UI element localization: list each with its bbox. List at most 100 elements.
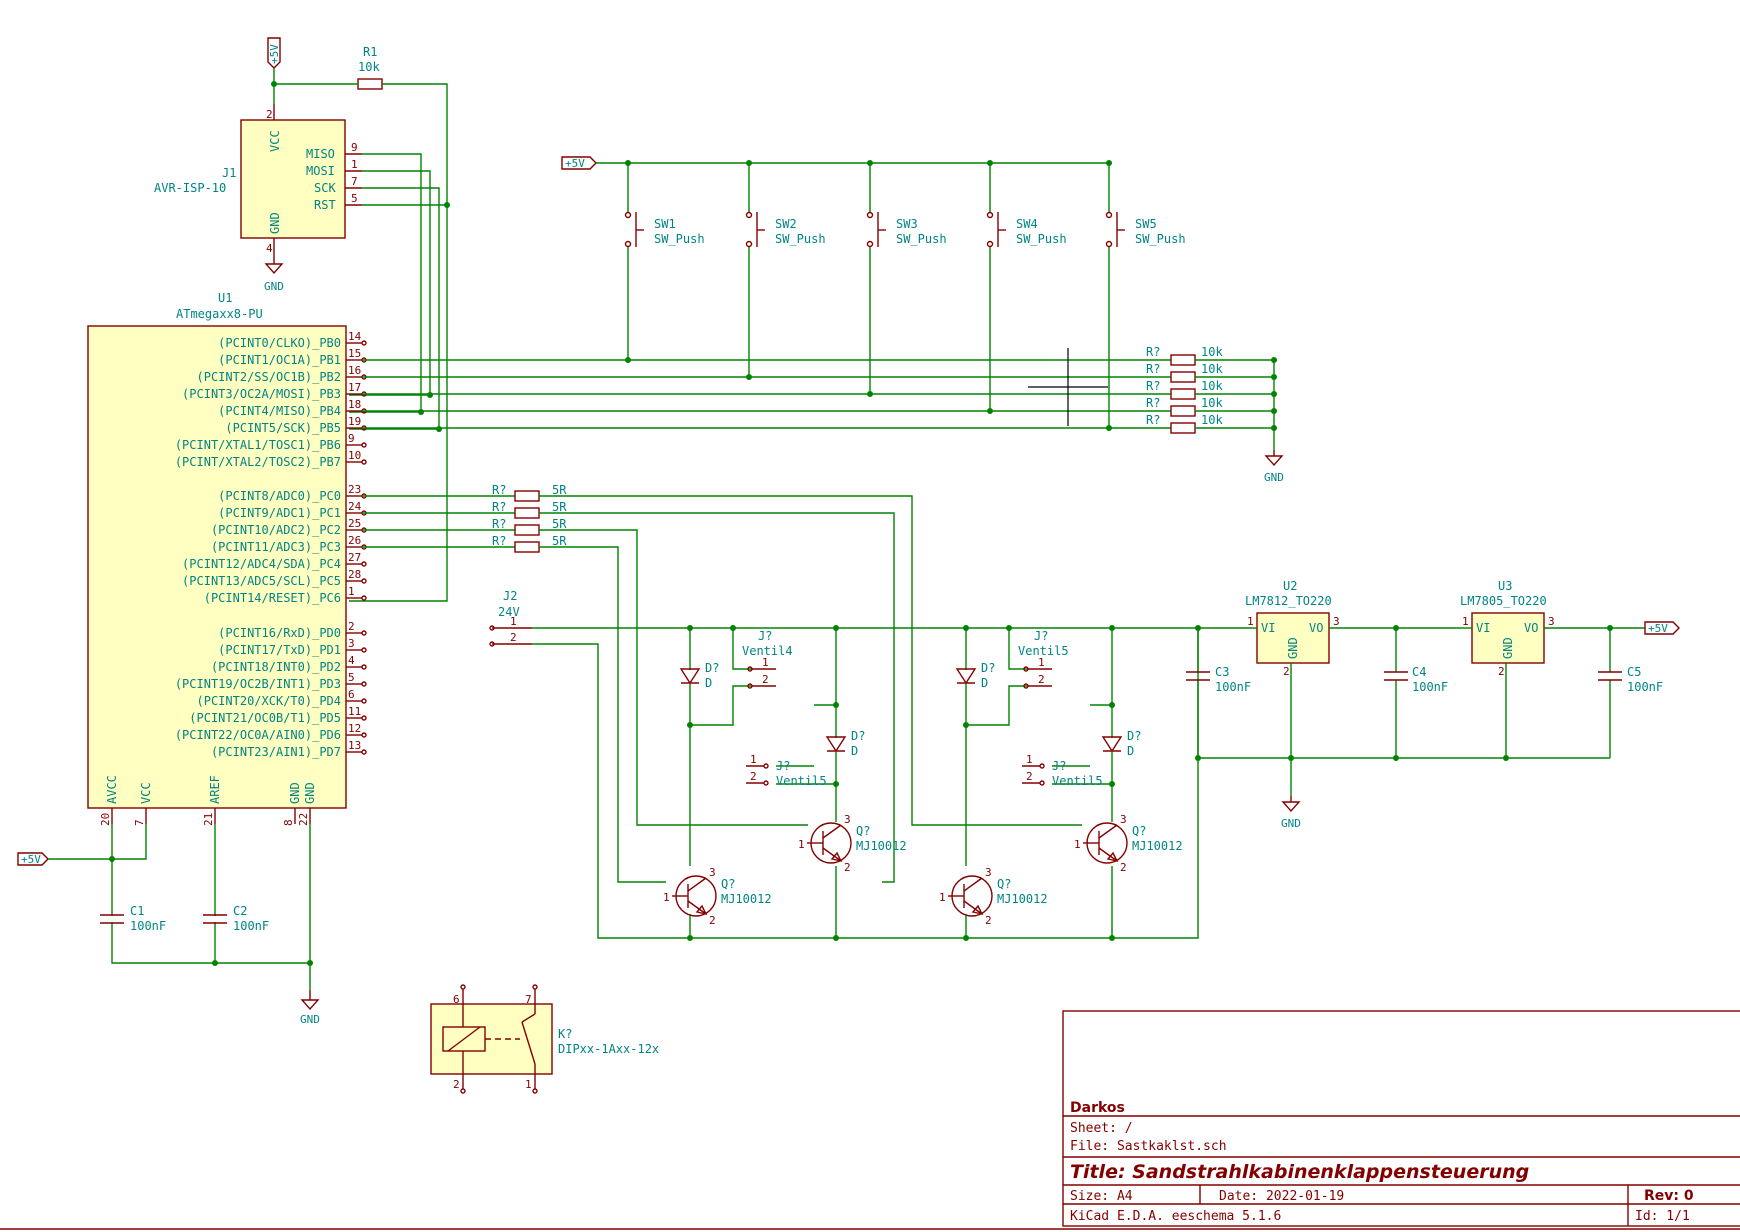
u1-pin-name: (PCINT13/ADC5/SCL)_PC5 xyxy=(182,574,341,588)
pin-number: 7 xyxy=(133,819,146,826)
pin-number: 5 xyxy=(351,192,358,205)
pin-number: 2 xyxy=(453,1078,460,1091)
u2-value: LM7812_TO220 xyxy=(1245,594,1332,608)
pin-end xyxy=(361,647,367,653)
diode-ref: D? xyxy=(981,661,995,675)
pin-number: 25 xyxy=(348,517,361,530)
valve-connector-ref: J? xyxy=(1052,759,1066,773)
flyback-diode: D?D xyxy=(825,729,865,758)
u1-value: ATmegaxx8-PU xyxy=(176,307,263,321)
pin-number: 9 xyxy=(348,432,355,445)
u1-pin-name: (PCINT21/OC0B/T1)_PD5 xyxy=(189,711,341,725)
valve-connector-ref: J? xyxy=(776,759,790,773)
pin-number: 28 xyxy=(348,568,361,581)
tool-name: KiCad E.D.A. eeschema 5.1.6 xyxy=(1070,1209,1281,1224)
pin-number: 19 xyxy=(348,415,361,428)
pin-number: 1 xyxy=(1247,615,1254,628)
pin-end xyxy=(361,595,367,601)
pin-end xyxy=(361,681,367,687)
pin-number: 2 xyxy=(1498,665,1505,678)
sheet-id: Id: 1/1 xyxy=(1635,1209,1690,1224)
regulator-u2: U2 LM7812_TO220 VI VO GND 1 3 2 xyxy=(1245,579,1462,796)
power-label: GND xyxy=(264,280,284,293)
c4-value: 100nF xyxy=(1412,680,1448,694)
power-label: +5V xyxy=(268,44,281,64)
transistor-value: MJ10012 xyxy=(721,892,772,906)
pin-end xyxy=(361,459,367,465)
switch-ref: SW4 xyxy=(1016,217,1038,231)
pin-number: 15 xyxy=(348,347,361,360)
c5-value: 100nF xyxy=(1627,680,1663,694)
u3-pin-vi: VI xyxy=(1476,621,1490,635)
pin-end xyxy=(361,340,367,346)
u1-pin-name: (PCINT23/AIN1)_PD7 xyxy=(211,745,341,759)
u1-pin-name: (PCINT9/ADC1)_PC1 xyxy=(218,506,341,520)
pin-number: 14 xyxy=(348,330,362,343)
power-label: +5V xyxy=(21,853,41,866)
pin-number: 24 xyxy=(348,500,362,513)
switch-ref: SW5 xyxy=(1135,217,1157,231)
pin-number: 2 xyxy=(1026,770,1033,783)
mcu-u1: U1 ATmegaxx8-PU 14(PCINT0/CLKO)_PB015(PC… xyxy=(87,291,367,826)
valve-connector: 12J?Ventil5 xyxy=(1018,629,1069,689)
pin-end xyxy=(361,630,367,636)
pin-end xyxy=(361,664,367,670)
u1-pin-list: 14(PCINT0/CLKO)_PB015(PCINT1/OC1A)_PB116… xyxy=(175,330,367,759)
j1-pin-vcc: VCC xyxy=(268,130,282,152)
pin-number: 1 xyxy=(939,891,946,904)
base-resistor-ref: R? xyxy=(492,534,506,548)
pulldown-value: 10k xyxy=(1201,413,1223,427)
pin-number: 2 xyxy=(510,631,517,644)
pulldown-value: 10k xyxy=(1201,345,1223,359)
regulator-u3: U3 LM7805_TO220 VI VO GND 1 3 2 +5V xyxy=(1460,579,1680,758)
valve-connector-value: Ventil5 xyxy=(776,774,827,788)
j2-value: 24V xyxy=(498,605,520,619)
base-resistor: R?5R xyxy=(362,517,808,826)
switch-value: SW_Push xyxy=(654,232,705,246)
pulldown-resistor: R?10k xyxy=(362,413,1277,434)
pin-number: 6 xyxy=(453,993,460,1006)
u1-pin-name: (PCINT19/OC2B/INT1)_PD3 xyxy=(175,677,341,691)
c2-ref: C2 xyxy=(233,904,247,918)
power-rails xyxy=(532,625,1252,941)
base-resistor-value: 5R xyxy=(552,500,567,514)
pin-number: 3 xyxy=(1333,615,1340,628)
valve-connector-value: Ventil4 xyxy=(742,644,793,658)
u1-pin-name: (PCINT12/ADC4/SDA)_PC4 xyxy=(182,557,341,571)
pin-number: 7 xyxy=(351,175,358,188)
valve-connector-ref: J? xyxy=(758,629,772,643)
u1-pin-name: (PCINT17/TxD)_PD1 xyxy=(218,643,341,657)
valve-connector-value: Ventil5 xyxy=(1018,644,1069,658)
switch-bus: +5V xyxy=(561,156,1109,170)
u1-pin-name: (PCINT3/OC2A/MOSI)_PB3 xyxy=(182,387,341,401)
power-port-isp: +5V xyxy=(267,37,281,84)
pin-end xyxy=(361,698,367,704)
pin-number: 1 xyxy=(1074,838,1081,851)
u1-pin-name: (PCINT18/INT0)_PD2 xyxy=(211,660,341,674)
u1-pin-name: (PCINT0/CLKO)_PB0 xyxy=(218,336,341,350)
pin-number: 6 xyxy=(348,688,355,701)
pin-number: 1 xyxy=(1026,753,1033,766)
pin-end xyxy=(361,715,367,721)
diode-ref: D? xyxy=(705,661,719,675)
j1-value: AVR-ISP-10 xyxy=(154,181,226,195)
pulldown-value: 10k xyxy=(1201,396,1223,410)
pulldown-gnd: GND xyxy=(1028,348,1284,484)
c4-ref: C4 xyxy=(1412,665,1426,679)
u1-pin-name: (PCINT8/ADC0)_PC0 xyxy=(218,489,341,503)
switch-value: SW_Push xyxy=(896,232,947,246)
u3-value: LM7805_TO220 xyxy=(1460,594,1547,608)
diode-value: D xyxy=(981,676,988,690)
u1-pin-name: (PCINT14/RESET)_PC6 xyxy=(204,591,341,605)
transistor-value: MJ10012 xyxy=(997,892,1048,906)
title-block: Darkos Sheet: / File: Sastkaklst.sch Tit… xyxy=(0,1010,1740,1230)
capacitor-c2: C2 100nF xyxy=(203,904,269,933)
u1-pin-name: (PCINT5/SCK)_PB5 xyxy=(225,421,341,435)
j1-ref: J1 xyxy=(222,166,236,180)
pin-number: 2 xyxy=(1283,665,1290,678)
switch-ref: SW2 xyxy=(775,217,797,231)
